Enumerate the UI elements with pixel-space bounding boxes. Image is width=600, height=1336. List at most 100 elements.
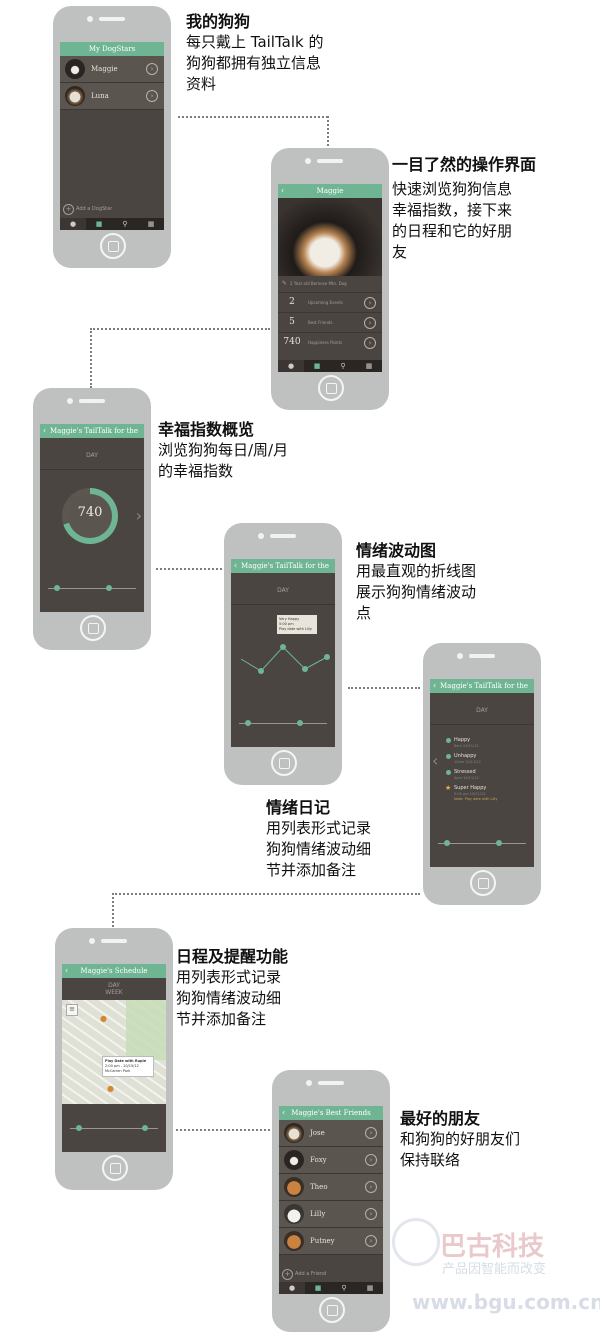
back-icon[interactable]: ‹ (282, 1108, 286, 1117)
section-desc-line: 保持联络 (400, 1151, 461, 1169)
timeline-dot[interactable] (54, 585, 60, 591)
timeline-dot[interactable] (496, 840, 502, 846)
dog-tab-icon[interactable]: ■ (314, 1284, 322, 1292)
map-pin-tab-icon[interactable]: ⚲ (122, 220, 128, 228)
back-icon[interactable]: ‹ (234, 561, 238, 570)
mood-time: 10am 10/11/12 (454, 760, 481, 764)
mood-point[interactable] (258, 668, 264, 674)
map-pin-tab-icon[interactable]: ⚲ (340, 362, 346, 370)
add-friend-button[interactable]: + Add a Friend (279, 1267, 383, 1281)
label-schedule: 日程及提醒功能 用列表形式记录 狗狗情绪波动细 节并添加备注 (176, 946, 288, 1030)
watermark-logo-icon (392, 1218, 440, 1266)
home-button[interactable] (470, 870, 496, 896)
friend-row-theo[interactable]: Theo › (279, 1174, 383, 1201)
friend-avatar (284, 1204, 304, 1224)
friend-name: Jose (310, 1129, 325, 1137)
stat-row-events[interactable]: 2 Upcoming Events › (278, 292, 382, 312)
home-button[interactable] (319, 1297, 345, 1323)
mood-line-chart (240, 644, 330, 674)
timeline (70, 1125, 158, 1131)
chevron-right-icon[interactable]: › (364, 337, 376, 349)
chevron-right-icon[interactable]: › (146, 63, 158, 75)
stat-label: Happiness Points (308, 340, 343, 345)
timeline-dot[interactable] (142, 1125, 148, 1131)
add-dog-button[interactable]: + Add a DogStar (60, 202, 164, 216)
chevron-right-icon[interactable]: › (364, 317, 376, 329)
chevron-right-icon[interactable]: › (135, 506, 142, 525)
dog-row-luna[interactable]: Luna › (60, 83, 164, 110)
home-button[interactable] (318, 375, 344, 401)
timeline-dot[interactable] (444, 840, 450, 846)
friend-row-lilly[interactable]: Lilly › (279, 1201, 383, 1228)
friend-row-jose[interactable]: Jose › (279, 1120, 383, 1147)
calendar-tab-icon[interactable]: ▦ (365, 362, 373, 370)
camera-icon (87, 16, 93, 22)
chevron-right-icon[interactable]: › (365, 1235, 377, 1247)
dog-tab-icon[interactable]: ■ (95, 220, 103, 228)
period-week[interactable]: WEEK (105, 989, 123, 996)
camera-icon (457, 653, 463, 659)
mood-point[interactable] (302, 666, 308, 672)
period-label[interactable]: DAY (86, 452, 98, 459)
connector-1b (327, 116, 329, 146)
back-icon[interactable]: ‹ (43, 426, 47, 435)
home-button[interactable] (102, 1155, 128, 1181)
stat-row-happiness[interactable]: 740 Happiness Points › (278, 332, 382, 352)
period-label[interactable]: DAY (277, 587, 289, 594)
dog-name: Luna (91, 92, 109, 100)
chevron-right-icon[interactable]: › (146, 90, 158, 102)
label-mood-chart: 情绪波动图 用最直观的折线图 展示狗狗情绪波动 点 (356, 540, 476, 624)
chevron-left-icon[interactable]: ‹ (432, 751, 439, 770)
dog-tab-icon[interactable]: ■ (313, 362, 321, 370)
section-title: 一目了然的操作界面 (392, 155, 537, 174)
timeline-dot[interactable] (76, 1125, 82, 1131)
calendar-tab-icon[interactable]: ▦ (147, 220, 155, 228)
profile-tab-icon[interactable]: ● (278, 360, 304, 372)
timeline-dot[interactable] (245, 720, 251, 726)
friend-avatar (284, 1231, 304, 1251)
chevron-right-icon[interactable]: › (364, 297, 376, 309)
list-icon[interactable]: ≡ (66, 1004, 78, 1016)
section-desc-line: 幸福指数，接下来 (392, 201, 513, 219)
chevron-right-icon[interactable]: › (365, 1127, 377, 1139)
home-button[interactable] (271, 750, 297, 776)
phone-mood-chart: ‹Maggie's TailTalk for the DAY Very Happ… (224, 523, 342, 785)
period-label[interactable]: DAY (476, 707, 488, 714)
back-icon[interactable]: ‹ (281, 186, 285, 195)
chevron-right-icon[interactable]: › (365, 1154, 377, 1166)
home-button[interactable] (100, 233, 126, 259)
mood-point[interactable] (324, 654, 330, 660)
stat-row-friends[interactable]: 5 Best Friends › (278, 312, 382, 332)
connector-3 (156, 568, 222, 570)
mood-point[interactable] (280, 644, 286, 650)
calendar-tab-icon[interactable]: ▦ (366, 1284, 374, 1292)
profile-tab-icon[interactable]: ● (60, 218, 86, 230)
plus-icon: + (282, 1269, 293, 1280)
section-desc-line: 点 (356, 604, 372, 622)
watermark-brand: 巴古科技 (440, 1232, 545, 1262)
dog-row-maggie[interactable]: Maggie › (60, 56, 164, 83)
back-icon[interactable]: ‹ (65, 966, 69, 975)
profile-tab-icon[interactable]: ● (279, 1282, 305, 1294)
timeline-dot[interactable] (106, 585, 112, 591)
period-day[interactable]: DAY (108, 982, 120, 989)
chevron-right-icon[interactable]: › (365, 1181, 377, 1193)
stat-label: Best Friends (308, 320, 333, 325)
edit-icon[interactable]: ✎ (282, 280, 288, 287)
home-button[interactable] (80, 615, 106, 641)
back-icon[interactable]: ‹ (433, 681, 437, 690)
friend-row-putney[interactable]: Putney › (279, 1228, 383, 1255)
friend-row-foxy[interactable]: Foxy › (279, 1147, 383, 1174)
map-pin-tab-icon[interactable]: ⚲ (341, 1284, 347, 1292)
timeline-dot[interactable] (297, 720, 303, 726)
map-pin-icon[interactable]: ● (107, 1084, 114, 1093)
mood-dot (446, 770, 451, 775)
map-pin-icon[interactable]: ● (100, 1014, 107, 1023)
event-callout[interactable]: Play Date with Rupie 2:00 pm - 10/15/12 … (102, 1056, 154, 1077)
chevron-right-icon[interactable]: › (365, 1208, 377, 1220)
stat-number: 2 (289, 297, 295, 307)
